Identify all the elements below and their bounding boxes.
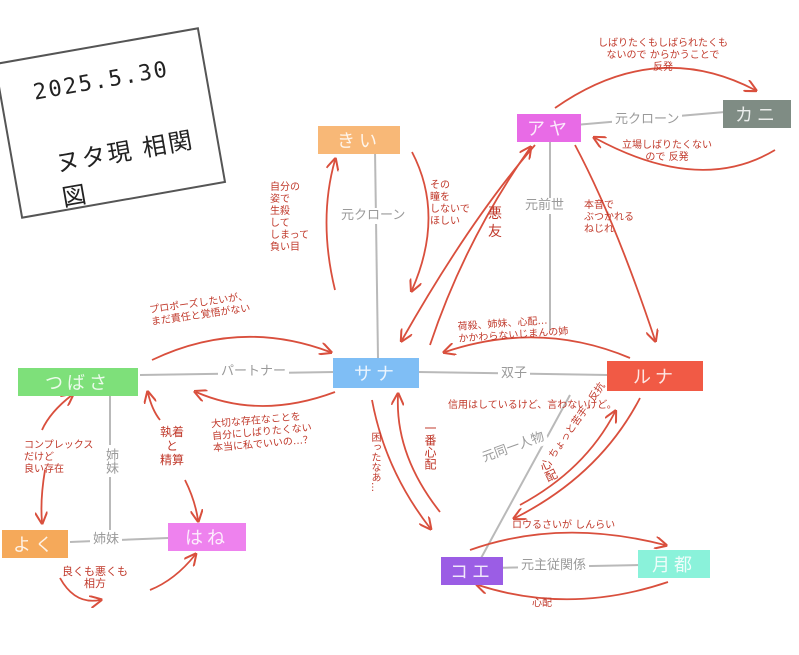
note-hane-yoku-line: 良くも悪くも	[62, 565, 128, 578]
note-akuyu-line: 友	[488, 224, 502, 240]
note-aya-kani-2-line: 立場しばりたくない	[622, 140, 712, 151]
line-runa-koe	[479, 394, 571, 561]
note-kii-self-line: して	[270, 218, 290, 229]
rel-tsubasa-yoku: 姉妹	[102, 445, 118, 477]
node-tsuki: 月都	[638, 550, 710, 578]
arrow-kii-to-kii	[325, 160, 336, 291]
note-kii-self-line: しまって	[270, 230, 310, 241]
arrow-yoku-to-hane	[59, 577, 100, 601]
note-kii-self: 自分の 姿で 生殺 して しまって 負い目	[270, 182, 309, 254]
node-kii: きい	[318, 126, 400, 154]
rel-aya-kani: 元クローン	[612, 112, 683, 128]
note-honne: 本音で ぶつかれる ねじれ	[584, 200, 634, 236]
arrow-koe-to-tsuki	[469, 531, 665, 551]
node-aya: アヤ	[517, 114, 581, 142]
node-sana: サナ	[333, 358, 419, 388]
note-complex-line: コンプレックス	[24, 440, 94, 451]
note-aya-kani-2: 立場しばりたくない ので 反発	[622, 140, 712, 164]
note-hane-yoku: 良くも悪くも 相方	[62, 566, 128, 590]
arrow-kani-to-aya	[595, 138, 776, 171]
node-runa-label: ルナ	[633, 367, 677, 388]
arrow-hane-to-tsubasa	[148, 393, 161, 421]
note-akuyu: 悪 友	[488, 205, 502, 241]
node-kii-label: きい	[337, 131, 381, 152]
line-kii-sana	[374, 149, 379, 359]
node-koe-label: コエ	[450, 562, 494, 583]
node-yoku-label: よく	[13, 535, 57, 556]
note-sana-koe: 困ったなあ…	[369, 432, 380, 492]
note-koe-tsuki-bottom: 心配	[532, 598, 552, 609]
node-koe: コエ	[441, 557, 503, 585]
note-kii-self-line: 姿で	[270, 194, 290, 205]
note-shuchaku-line: 精算	[160, 453, 185, 467]
arrow-koe-to-sana	[398, 395, 441, 513]
arrow-runa-to-sana	[445, 336, 631, 359]
rel-kii-sana: 元クローン	[338, 208, 409, 224]
node-kani: カニ	[723, 100, 791, 128]
node-sana-label: サナ	[354, 364, 398, 385]
node-hane: はね	[168, 523, 246, 551]
note-hane-yoku-line: 相方	[84, 577, 106, 590]
node-runa: ルナ	[607, 361, 703, 391]
arrow-kii-to-sana	[412, 151, 430, 290]
note-aya-kani-2-line: ので 反発	[645, 152, 689, 163]
rel-tsubasa-sana: パートナー	[218, 364, 290, 380]
note-complex-line: 良い存在	[24, 464, 64, 475]
note-complex-line: だけど	[24, 452, 54, 463]
note-kii-to-sana-line: その	[430, 180, 450, 191]
note-kii-to-sana-line: ほしい	[430, 216, 460, 227]
note-trust: 信用はしているけど、言わないけど。	[448, 400, 617, 411]
node-tsubasa: つばさ	[18, 368, 138, 396]
note-shuchaku-line: と	[166, 439, 179, 453]
note-koe-tsuki-top: ロウるさいが しんらい	[512, 520, 616, 531]
note-shuchaku: 執着 と 精算	[160, 425, 184, 467]
rel-yoku-hane: 姉妹	[90, 532, 123, 548]
note-kii-to-sana-line: しないで	[430, 204, 470, 215]
arrow-sana-to-tsubasa	[196, 392, 336, 407]
note-honne-line: ねじれ	[584, 224, 614, 235]
note-kii-self-line: 負い目	[270, 242, 300, 253]
node-aya-label: アヤ	[527, 119, 571, 140]
note-aya-kani-1-line: しばりたくもしばられたくも	[598, 38, 728, 49]
node-hane-label: はね	[185, 528, 229, 549]
note-honne-line: 本音で	[584, 200, 614, 211]
arrow-tsubasa-to-hane	[184, 479, 198, 520]
note-aya-kani-1-line: 反発	[653, 62, 673, 73]
note-aya-kani-1-line: ないので からかうことで	[606, 50, 720, 61]
arrow-tsuki-to-koe	[478, 582, 669, 601]
arrow-runa-to-koe	[515, 397, 641, 518]
title-date: 2025.5.30	[31, 57, 171, 106]
note-kii-self-line: 生殺	[270, 206, 290, 217]
arrow-hane-to-yoku	[149, 555, 195, 591]
note-koe-sana: 一番心配	[423, 422, 437, 470]
arrow-yoku-to-tsubasa	[41, 395, 72, 431]
arrow-aya-to-kani-top	[554, 67, 755, 109]
rel-sana-runa: 双子	[498, 366, 531, 382]
arrow-aya-to-runa	[574, 144, 655, 340]
arrow-sana-to-koe	[371, 399, 430, 528]
rel-aya-runa: 元前世	[522, 198, 568, 214]
arrow-koe-to-runa	[519, 412, 615, 506]
node-yoku: よく	[2, 530, 68, 558]
rel-koe-tsuki: 元主従関係	[518, 558, 590, 574]
node-tsubasa-label: つばさ	[45, 373, 111, 394]
note-shuchaku-line: 執着	[160, 425, 185, 439]
arrow-sana-to-aya	[429, 148, 530, 346]
note-aya-kani-1: しばりたくもしばられたくも ないので からかうことで 反発	[598, 38, 728, 74]
note-akuyu-line: 悪	[488, 206, 502, 222]
node-kani-label: カニ	[735, 105, 779, 126]
node-tsuki-label: 月都	[652, 555, 696, 576]
note-kii-to-sana: その 瞳を しないで ほしい	[430, 180, 470, 228]
arrow-tsubasa-to-yoku	[41, 469, 45, 522]
note-kii-self-line: 自分の	[270, 182, 300, 193]
note-kii-to-sana-line: 瞳を	[430, 192, 450, 203]
title-card: 2025.5.30 ヌタ現 相関図	[0, 27, 227, 219]
note-honne-line: ぶつかれる	[584, 212, 634, 223]
arrow-tsubasa-to-sana	[151, 335, 330, 361]
note-complex: コンプレックス だけど 良い存在	[24, 440, 93, 476]
